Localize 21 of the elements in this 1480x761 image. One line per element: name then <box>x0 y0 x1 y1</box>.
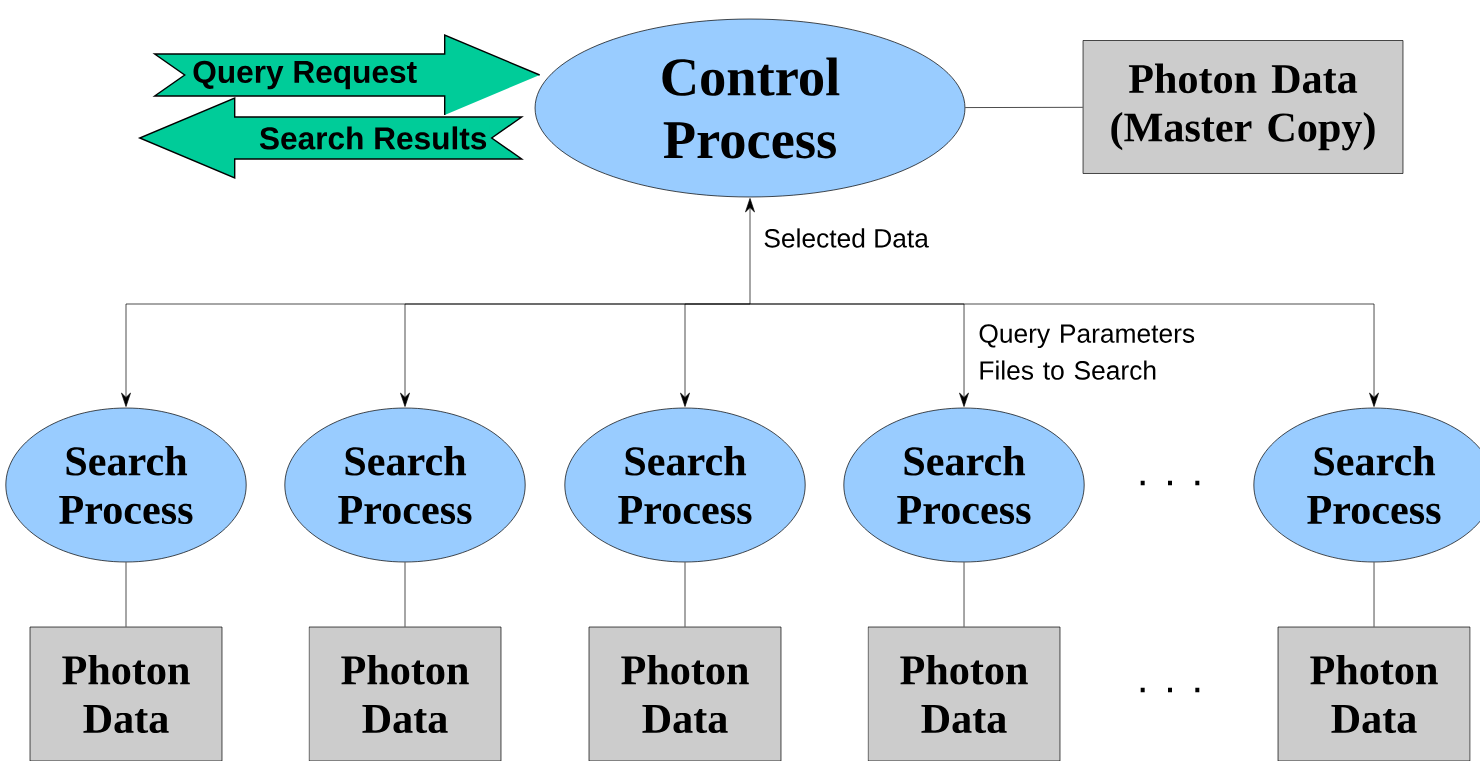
data-box: Photon Data <box>867 626 1061 761</box>
data-box: Photon Data (Master Copy) <box>1082 40 1404 174</box>
ellipsis: . . . <box>1140 480 1200 486</box>
data-box: Photon Data <box>588 626 782 761</box>
arrow <box>749 303 1379 407</box>
arrow <box>745 198 755 305</box>
arrow <box>680 303 751 407</box>
data-box: Photon Data <box>308 626 502 761</box>
arrow-label: Search Results <box>257 124 490 152</box>
connector <box>964 107 1084 108</box>
ellipsis: . . . <box>1140 687 1200 693</box>
text-label: Query Parameters Files to Search <box>979 324 1195 380</box>
arrow-label: Query Request <box>190 58 419 92</box>
connector <box>404 562 406 627</box>
data-box: Photon Data <box>29 626 223 761</box>
connector <box>1373 562 1375 627</box>
text-label: Selected Data <box>764 228 929 248</box>
connector <box>125 562 127 627</box>
connector <box>684 562 686 627</box>
connector <box>963 562 965 627</box>
data-box: Photon Data <box>1277 626 1471 761</box>
